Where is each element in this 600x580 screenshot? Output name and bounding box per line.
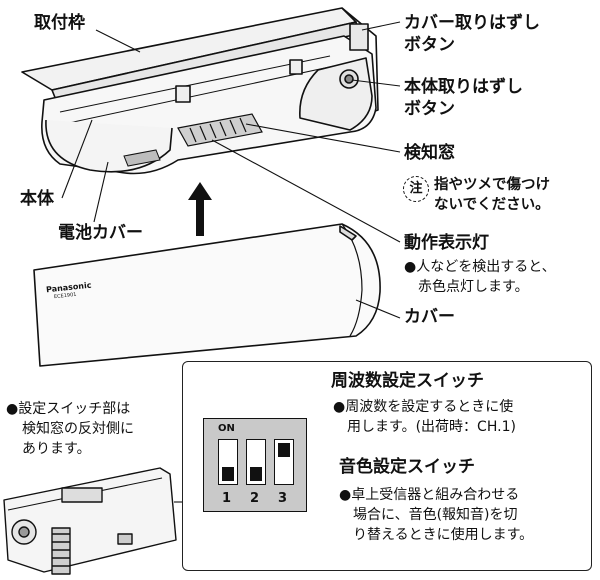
- cover-release-button-label-line2: ボタン: [404, 35, 455, 55]
- operation-lamp-label: 動作表示灯: [404, 233, 489, 253]
- battery-cover-label: 電池カバー: [58, 223, 143, 243]
- caution-text-line2: ないでください。: [434, 197, 550, 213]
- frequency-switch-desc-line1: ●周波数を設定するときに使: [333, 399, 514, 415]
- switch-note-line1: ●設定スイッチ部は: [6, 401, 131, 417]
- body-release-button-label-line2: ボタン: [404, 99, 455, 119]
- switch-note-line3: あります。: [22, 441, 91, 457]
- caution-text-line1: 指やツメで傷つけ: [434, 177, 550, 193]
- frequency-switch-desc-line2: 用します。(出荷時：CH.1): [347, 419, 516, 435]
- dip-switch-number-1: 1: [222, 491, 232, 506]
- battery-cover-drawing: [123, 149, 161, 167]
- cover-drawing: [33, 223, 381, 367]
- dip-switch-2[interactable]: [246, 439, 266, 485]
- body-release-button-label-line1: 本体取りはずし: [404, 77, 523, 97]
- dip-switch-block: ON 1 2 3: [203, 418, 307, 512]
- sound-switch-desc-line3: り替えるときに使用します。: [353, 527, 534, 543]
- mount-frame-label: 取付枠: [34, 13, 85, 33]
- operation-lamp-note-line1: ●人などを検出すると、: [404, 259, 556, 275]
- dip-switch-on-label: ON: [218, 423, 235, 434]
- switch-note-line2: 検知窓の反対側に: [22, 421, 134, 437]
- up-arrow-icon: [188, 182, 212, 236]
- sound-switch-desc-line2: 場合に、音色(報知音)を切: [353, 507, 518, 523]
- detection-window-drawing: [177, 113, 263, 147]
- caution-mark-icon: 注: [403, 176, 429, 202]
- dip-switch-3[interactable]: [274, 439, 294, 485]
- caution-mark-text: 注: [409, 181, 423, 196]
- mount-frame-drawing: [21, 7, 379, 119]
- body-drawing: [41, 23, 377, 175]
- cover-release-button-label-line1: カバー取りはずし: [404, 13, 540, 33]
- sound-switch-desc-line1: ●卓上受信器と組み合わせる: [339, 487, 520, 503]
- underside-drawing: [3, 467, 177, 575]
- dip-switch-number-2: 2: [250, 491, 260, 506]
- sound-switch-title: 音色設定スイッチ: [339, 457, 475, 477]
- body-label: 本体: [20, 189, 54, 209]
- frequency-switch-title: 周波数設定スイッチ: [331, 371, 484, 391]
- dip-switch-number-3: 3: [278, 491, 288, 506]
- detection-window-label: 検知窓: [404, 143, 455, 163]
- switch-panel: 周波数設定スイッチ ●周波数を設定するときに使 用します。(出荷時：CH.1) …: [182, 361, 592, 571]
- cover-label: カバー: [404, 307, 455, 327]
- operation-lamp-note-line2: 赤色点灯します。: [418, 279, 529, 295]
- dip-switch-1[interactable]: [218, 439, 238, 485]
